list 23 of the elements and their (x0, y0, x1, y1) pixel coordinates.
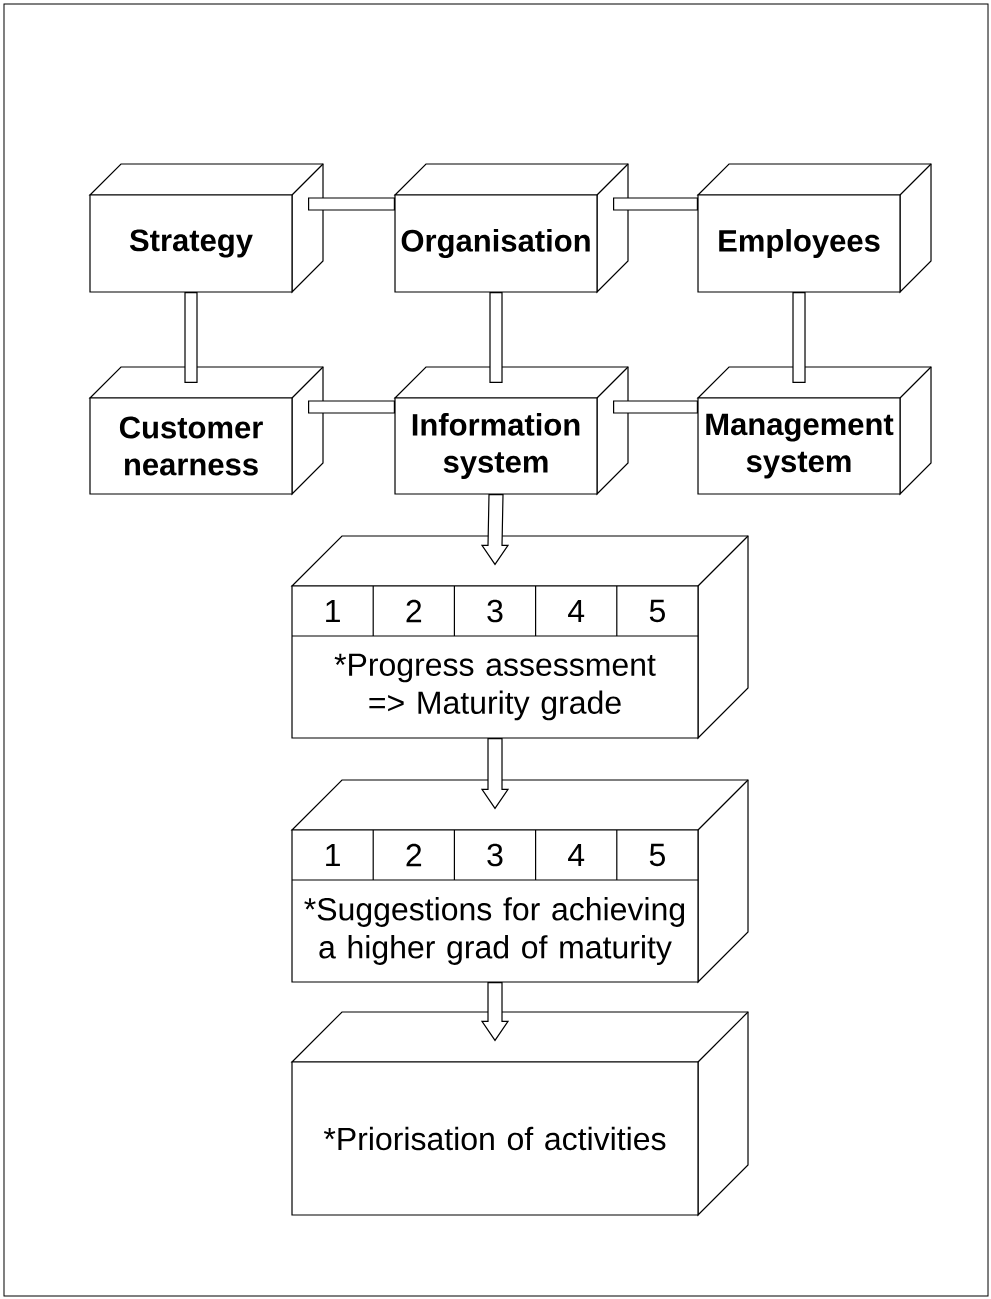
box-text: *Priorisation of activities (323, 1126, 666, 1151)
grid-number: 4 (568, 600, 585, 622)
connector-pipe (184, 292, 198, 383)
connector-pipe (308, 400, 395, 414)
block-arrow (480, 494, 510, 566)
grid-number: 2 (406, 843, 422, 867)
grid-number: 3 (487, 843, 503, 867)
grid-number: 4 (568, 844, 585, 866)
box-text: *Progress assessment => Maturity grade (334, 653, 656, 721)
grid-number: 3 (487, 599, 503, 623)
grid-number: 1 (326, 844, 340, 866)
grid-number: 5 (649, 599, 665, 623)
connector-pipe (308, 197, 395, 211)
block-arrow (480, 982, 510, 1042)
connector-pipe (613, 400, 698, 414)
connector-pipe (613, 197, 698, 211)
grid-number: 1 (326, 600, 340, 622)
connector-pipe (489, 292, 503, 383)
block-arrow (480, 738, 510, 810)
box-text: *Suggestions for achieving a higher grad of maturity (304, 897, 685, 965)
connector-pipe (792, 292, 806, 383)
grid-number: 5 (649, 843, 665, 867)
grid-number: 2 (406, 599, 422, 623)
